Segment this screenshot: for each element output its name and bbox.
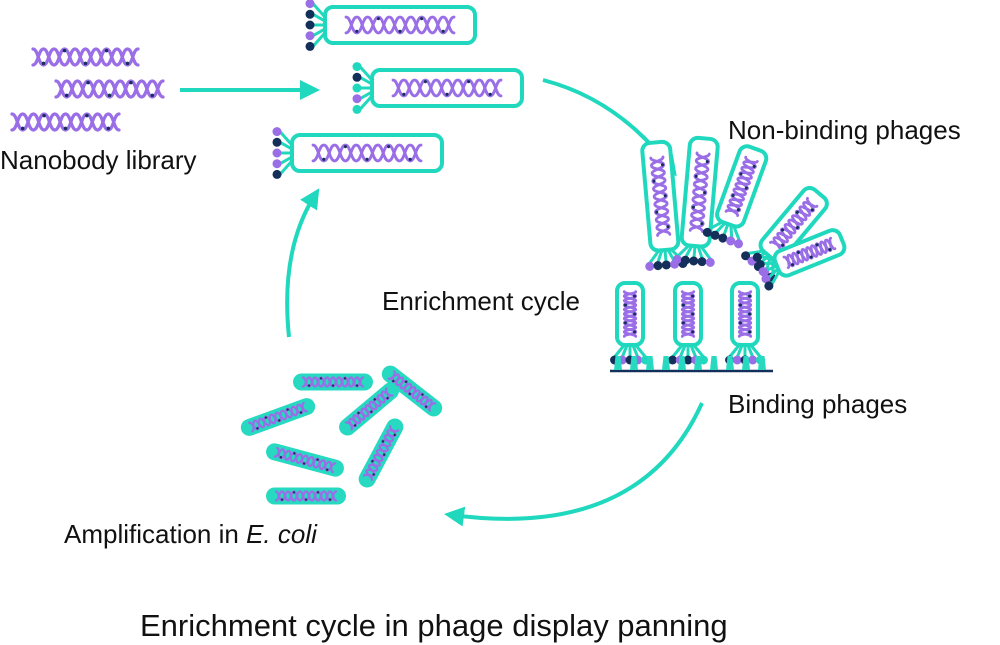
ecoli-cell-icon: [381, 365, 443, 417]
phage-icon: [272, 127, 444, 179]
target-antigen: [758, 356, 766, 370]
target-antigen: [742, 356, 750, 370]
target-surface: [610, 356, 773, 373]
ecoli-cell-icon: [266, 487, 346, 505]
target-antigen: [694, 356, 702, 370]
phage-icon: [725, 281, 765, 365]
ecoli-cells-group: [240, 365, 443, 505]
target-antigen: [646, 356, 654, 370]
phage-icon: [352, 62, 524, 114]
target-antigen: [678, 356, 686, 370]
non-binding-phages-group: [640, 135, 847, 291]
dna-helix-icon: [31, 47, 140, 67]
ecoli-cell-icon: [240, 398, 316, 436]
phage-icon: [672, 135, 720, 267]
target-antigen: [710, 356, 718, 370]
phage-icon: [640, 139, 688, 271]
ecoli-cell-icon: [339, 382, 399, 436]
phage-icon: [668, 281, 708, 365]
target-antigen: [726, 356, 734, 370]
ecoli-cell-icon: [266, 443, 344, 477]
phage-library-group: [272, 0, 524, 179]
target-antigen: [630, 356, 638, 370]
phage-icon: [752, 228, 847, 291]
label-amplification: Amplification in E. coli: [64, 521, 317, 547]
figure-caption: Enrichment cycle in phage display pannin…: [140, 608, 728, 643]
phage-icon: [702, 144, 769, 249]
phage-icon: [305, 0, 477, 51]
label-amplification-prefix: Amplification in: [64, 519, 247, 549]
label-nanobody-library: Nanobody library: [0, 145, 197, 175]
arrow-to-amplification: [444, 402, 704, 527]
label-non-binding-phages: Non-binding phages: [728, 115, 961, 145]
label-binding-phages: Binding phages: [728, 389, 908, 419]
nanobody-library-group: [10, 47, 165, 132]
label-enrichment-cycle: Enrichment cycle: [382, 286, 580, 316]
target-antigen: [614, 356, 622, 370]
dna-helix-icon: [10, 112, 121, 132]
label-amplification-organism: E. coli: [246, 519, 317, 549]
ecoli-cell-icon: [293, 373, 373, 391]
arrow-to-library: [285, 188, 320, 338]
target-antigen: [662, 356, 670, 370]
binding-phages-group: [610, 281, 765, 365]
dna-helix-icon: [54, 79, 165, 99]
ecoli-cell-icon: [358, 418, 404, 488]
phage-icon: [610, 281, 650, 365]
